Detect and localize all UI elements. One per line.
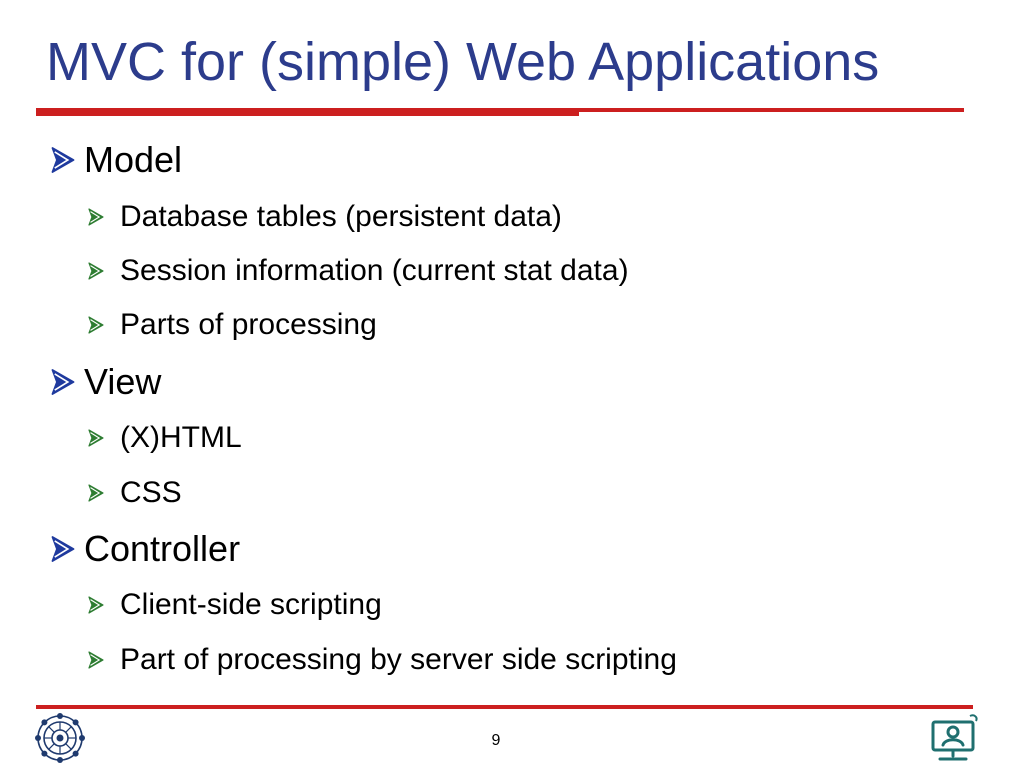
arrow-bullet-icon <box>86 483 106 503</box>
arrow-bullet-icon <box>86 315 106 335</box>
bullet-heading-text: Controller <box>84 528 241 569</box>
bullet-item: Database tables (persistent data) <box>86 199 562 235</box>
arrow-bullet-icon <box>48 534 78 564</box>
bullet-heading-text: View <box>84 361 162 402</box>
bullet-item: Part of processing by server side script… <box>86 642 677 678</box>
computer-user-logo-icon <box>928 714 980 764</box>
bullet-heading: View <box>48 360 161 404</box>
bullet-item: Client-side scripting <box>86 587 382 623</box>
bullet-item: CSS <box>86 475 182 511</box>
footer-rule <box>36 705 973 709</box>
bullet-heading: Controller <box>48 527 240 571</box>
bullet-item: Session information (current stat data) <box>86 253 629 289</box>
title-underline-accent <box>36 108 579 116</box>
university-seal-icon <box>34 712 86 764</box>
bullet-item-text: Database tables (persistent data) <box>120 200 562 233</box>
bullet-heading: Model <box>48 138 182 182</box>
arrow-bullet-icon <box>86 207 106 227</box>
slide-title: MVC for (simple) Web Applications <box>46 32 880 92</box>
page-number: 9 <box>491 732 501 749</box>
arrow-bullet-icon <box>48 145 78 175</box>
bullet-heading-text: Model <box>84 139 183 180</box>
bullet-item-text: (X)HTML <box>120 421 242 454</box>
arrow-bullet-icon <box>86 261 106 281</box>
bullet-item-text: Parts of processing <box>120 308 377 341</box>
bullet-item: Parts of processing <box>86 307 377 343</box>
bullet-item-text: CSS <box>120 476 182 509</box>
arrow-bullet-icon <box>86 595 106 615</box>
bullet-item-text: Session information (current stat data) <box>120 254 629 287</box>
arrow-bullet-icon <box>48 367 78 397</box>
bullet-item: (X)HTML <box>86 420 242 456</box>
bullet-item-text: Client-side scripting <box>120 588 382 621</box>
bullet-item-text: Part of processing by server side script… <box>120 643 677 676</box>
arrow-bullet-icon <box>86 428 106 448</box>
arrow-bullet-icon <box>86 650 106 670</box>
